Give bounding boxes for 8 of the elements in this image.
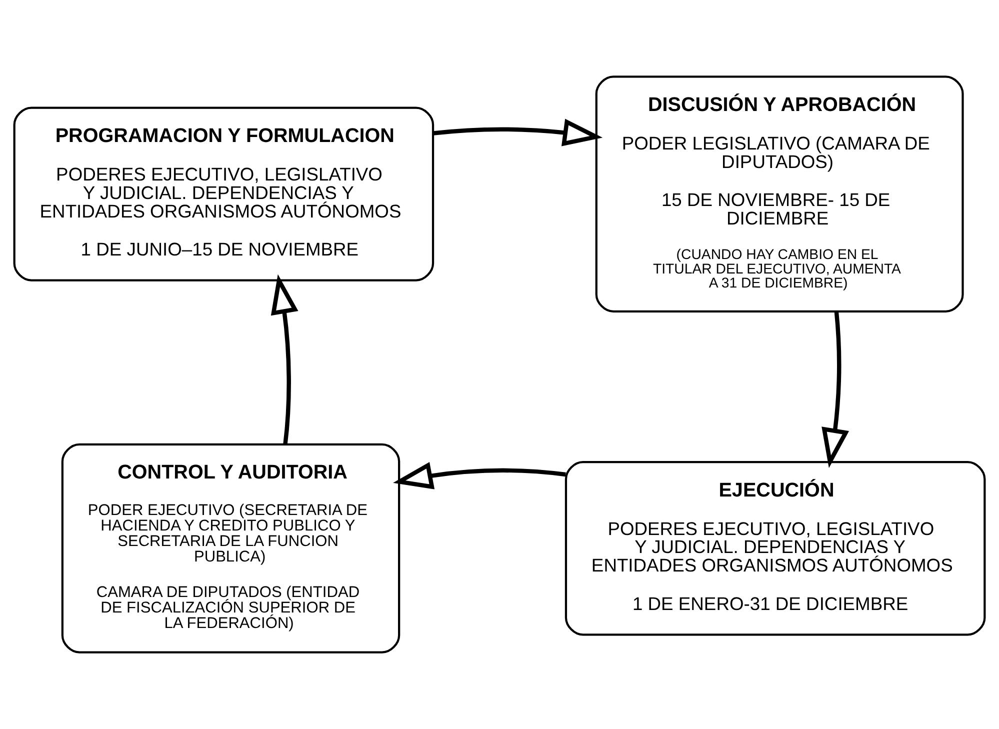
arrow	[822, 311, 849, 468]
arrow	[270, 274, 298, 444]
node-box: CONTROL Y AUDITORIA PODER EJECUTIVO (SECRETARIA DE HACIENDA Y CREDITO PUBLICO Y SECRETARIA DE LA FUNCION PUBLICA) CAMARA DE DIPUTADOS (ENTIDAD DE FISCALIZACIÓN SUPERIOR DE LA FEDERACIÓN)	[61, 443, 400, 654]
node-box: PROGRAMACION Y FORMULACION PODERES EJECUTIVO, LEGISLATIVO Y JUDICIAL. DEPENDENCIAS Y ENTIDADES ORGANISMOS AUTÓNOMOS 1 DE JUNIO–15 DE NOVIEMBRE	[13, 106, 434, 282]
node-box: DISCUSIÓN Y APROBACIÓN PODER LEGISLATIVO (CAMARA DE DIPUTADOS) 15 DE NOVIEMBRE- 15 DE DICIEMBRE (CUANDO HAY CAMBIO EN EL TITULAR DEL EJECUTIVO, AUMENTA A 31 DE DICIEMBRE)	[595, 76, 964, 313]
node-box: EJECUCIÓN PODERES EJECUTIVO, LEGISLATIVO Y JUDICIAL. DEPENDENCIAS Y ENTIDADES ORGANISMOS AUTÓNOMOS 1 DE ENERO-31 DE DICIEMBRE	[564, 461, 986, 636]
arrow	[433, 118, 603, 146]
arrow	[393, 462, 566, 490]
